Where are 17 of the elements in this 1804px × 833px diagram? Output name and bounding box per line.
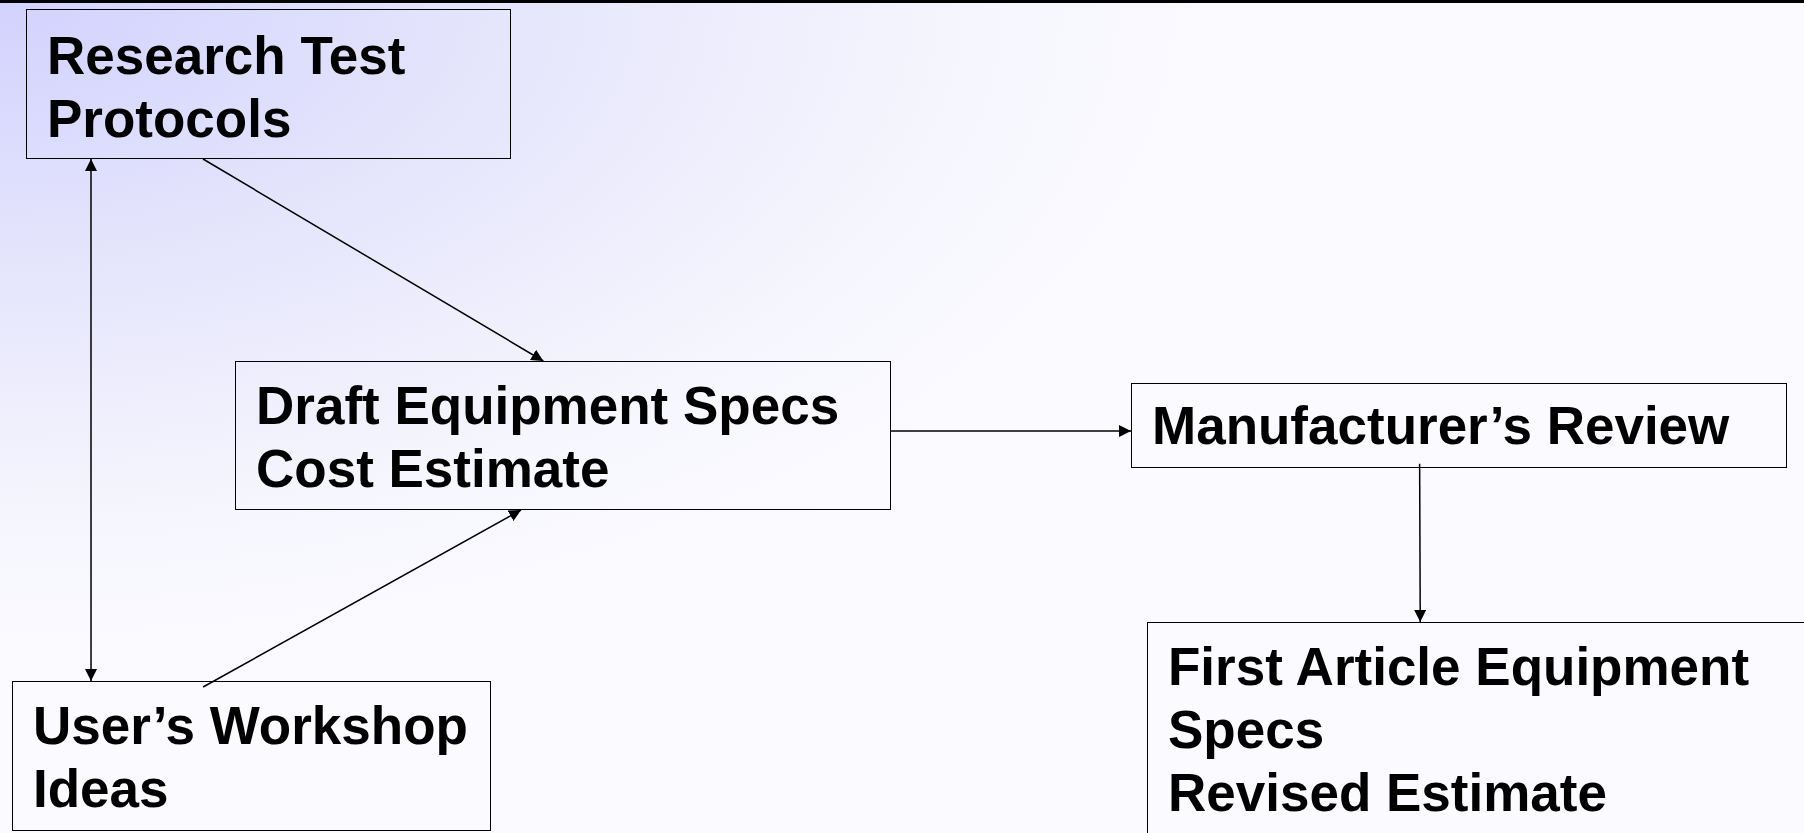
box-label: Revised Estimate	[1168, 762, 1608, 824]
box-label: Manufacturer’s Review	[1152, 395, 1731, 457]
arrow	[1414, 463, 1427, 623]
box-label: Draft Equipment Specs	[256, 375, 841, 437]
process-box	[235, 361, 891, 510]
box-label: First Article Equipment Specs	[1168, 636, 1751, 761]
process-box	[12, 681, 491, 831]
arrow	[202, 158, 545, 362]
process-box	[26, 9, 511, 159]
arrow	[85, 158, 98, 682]
process-box	[1131, 383, 1787, 468]
box-label: Research Test Protocols	[47, 25, 407, 150]
arrow	[890, 425, 1132, 438]
arrow	[202, 509, 522, 688]
box-label: Cost Estimate	[256, 438, 611, 500]
process-box	[1147, 622, 1804, 833]
box-label: User’s Workshop Ideas	[33, 695, 469, 820]
